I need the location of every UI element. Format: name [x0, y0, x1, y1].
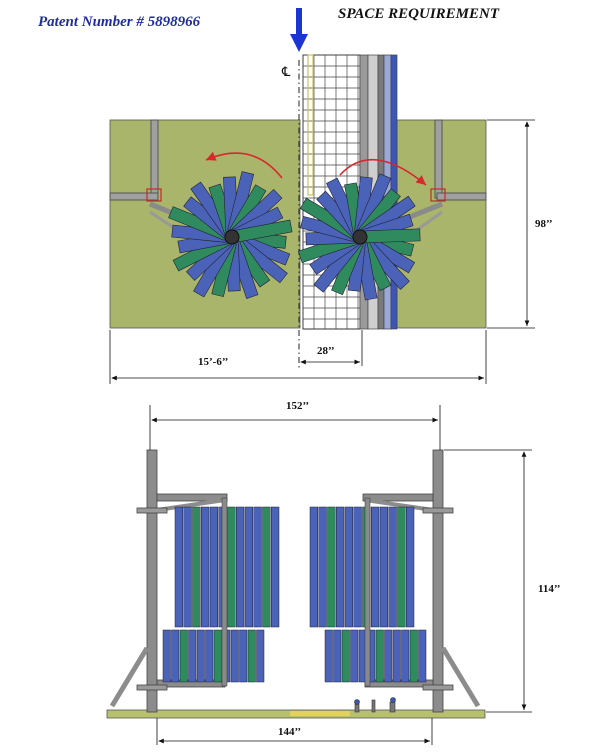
brush-strip: [336, 506, 345, 628]
brush-strip: [244, 506, 253, 628]
brush-strip: [353, 506, 362, 628]
brush-strip: [392, 629, 401, 683]
brush-strip: [171, 629, 180, 683]
brush-strip: [192, 506, 201, 628]
brush-strip: [324, 629, 333, 683]
brush-strip: [236, 506, 245, 628]
brush-strip: [406, 506, 415, 628]
brush-strip: [344, 506, 353, 628]
brush-strip: [262, 506, 271, 628]
dim-15-6: [109, 330, 487, 384]
left-hub: [224, 229, 240, 245]
brush-strip: [162, 629, 171, 683]
entry-arrow-icon: [290, 8, 308, 52]
patent-number: Patent Number # 5898966: [38, 14, 201, 30]
dim-114-label: 114’’: [538, 583, 561, 595]
left-frame: [109, 449, 228, 713]
brush-strip: [205, 629, 214, 683]
right-shaft: [364, 497, 371, 687]
brush-strip: [375, 629, 384, 683]
brush-strip: [384, 629, 393, 683]
track-fittings: [354, 697, 396, 713]
brush-strip: [196, 629, 205, 683]
dim-98: [487, 119, 535, 329]
brush-strip: [209, 506, 218, 628]
brush-strip: [247, 629, 256, 683]
brush-strip: [388, 506, 397, 628]
brush-strip: [371, 506, 380, 628]
brush-strip: [271, 506, 280, 628]
brush-strip: [188, 629, 197, 683]
brush-strip: [409, 629, 418, 683]
dim-152-label: 152’’: [286, 400, 310, 412]
brush-strip: [379, 506, 388, 628]
brush-strip: [341, 629, 350, 683]
brush-strip: [350, 629, 359, 683]
page-title: SPACE REQUIREMENT: [338, 6, 500, 22]
left-rotation-arrow-icon: [205, 151, 283, 179]
dim-15-6-label: 15’-6’’: [198, 356, 229, 368]
left-shaft: [221, 497, 228, 687]
right-brush-side: [309, 497, 427, 687]
centerline-symbol: ℄: [282, 64, 291, 79]
dim-152: [149, 405, 441, 450]
dim-144-label: 144’’: [278, 726, 302, 738]
brush-strip: [318, 506, 327, 628]
brush-strip: [213, 629, 222, 683]
brush-strip: [309, 506, 318, 628]
brush-strip: [239, 629, 248, 683]
dim-98-label: 98’’: [535, 218, 553, 230]
brush-strip: [401, 629, 410, 683]
brush-strip: [418, 629, 427, 683]
brush-strip: [227, 506, 236, 628]
brush-paddle: [365, 228, 421, 244]
dim-28: [300, 330, 363, 366]
dim-114: [444, 449, 532, 713]
brush-strip: [333, 629, 342, 683]
left-brush-side: [162, 497, 280, 687]
brush-strip: [174, 506, 183, 628]
brush-strip: [253, 506, 262, 628]
brush-strip: [230, 629, 239, 683]
brush-strip: [397, 506, 406, 628]
right-frame: [362, 449, 481, 713]
brush-strip: [256, 629, 265, 683]
dim-28-label: 28’’: [317, 345, 335, 357]
track-strip: [290, 711, 350, 716]
dim-144: [156, 718, 433, 745]
brush-strip: [201, 506, 210, 628]
brush-strip: [183, 506, 192, 628]
top-view: [109, 8, 535, 384]
front-view: [106, 405, 532, 745]
brush-strip: [327, 506, 336, 628]
right-rotation-arrow-icon: [339, 158, 427, 186]
right-hub: [352, 229, 368, 245]
brush-strip: [179, 629, 188, 683]
